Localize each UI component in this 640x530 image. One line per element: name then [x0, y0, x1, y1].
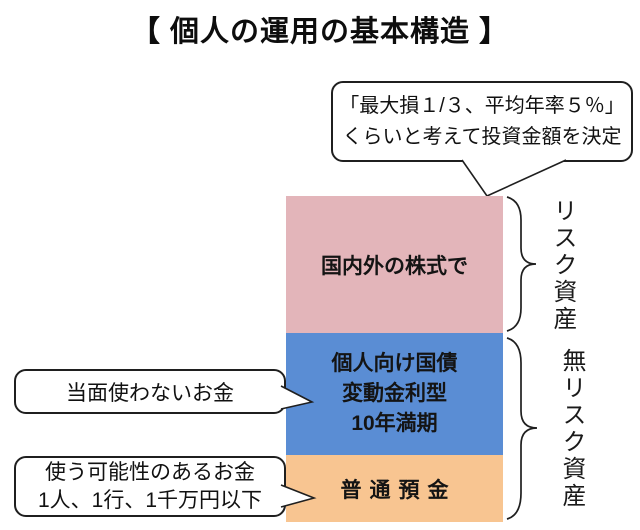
callout-top-line1: 「最大損１/３、平均年率５％」	[339, 94, 625, 117]
bond-box-line1: 個人向け国債	[331, 352, 458, 375]
riskfree-assets-label: 無リスク資産	[558, 348, 585, 510]
page-title: 【 個人の運用の基本構造 】	[130, 16, 510, 48]
deposit-box: 普通預金	[286, 455, 503, 522]
risk-assets-label: リスク資産	[549, 197, 576, 333]
callout-middle-tail	[280, 385, 315, 410]
callout-middle-text: 当面使わないお金	[66, 381, 234, 405]
deposit-box-label: 普通預金	[340, 478, 457, 502]
bond-box-line3: 10年満期	[351, 412, 438, 435]
risk-asset-box: 国内外の株式で	[286, 196, 503, 333]
callout-bottom-line1: 使う可能性のあるお金	[45, 460, 255, 484]
riskfree-brace-icon	[506, 337, 538, 520]
risk-brace-icon	[506, 196, 537, 332]
callout-bottom-line2: 1人、1行、1千万円以下	[37, 488, 263, 512]
callout-bottom-tail	[280, 484, 317, 508]
risk-asset-box-label: 国内外の株式で	[321, 254, 468, 278]
callout-bottom-bubble: 使う可能性のあるお金 1人、1行、1千万円以下	[14, 456, 286, 517]
bond-box: 個人向け国債 変動金利型 10年満期	[286, 333, 503, 455]
callout-top-line2: くらいと考えて投資金額を決定	[342, 125, 622, 148]
bond-box-line2: 変動金利型	[342, 382, 447, 405]
callout-middle-bubble: 当面使わないお金	[14, 369, 286, 414]
callout-top-bubble: 「最大損１/３、平均年率５％」 くらいと考えて投資金額を決定	[331, 81, 633, 162]
